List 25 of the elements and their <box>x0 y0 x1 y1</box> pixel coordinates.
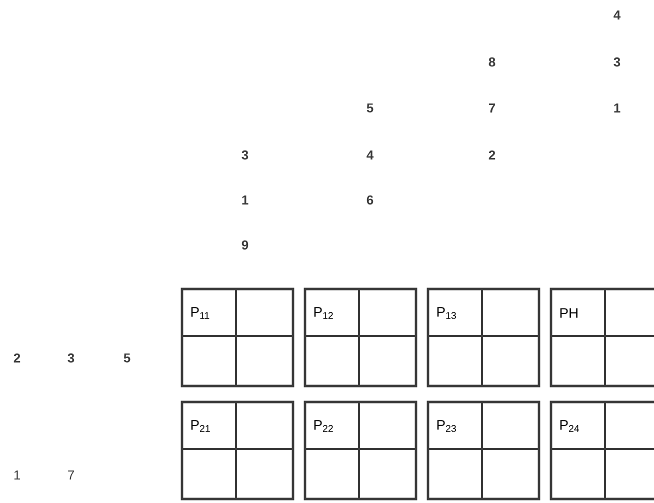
input-value: 2 <box>488 150 496 160</box>
input-value: 1 <box>614 104 620 112</box>
input-value: 5 <box>124 353 130 362</box>
input-value: 1 <box>14 470 20 480</box>
input-value: 3 <box>68 353 74 363</box>
processor-box: P$_{13}$ <box>426 288 540 388</box>
processor-box: P$_{24}$ <box>550 400 654 500</box>
input-value: 2 <box>14 353 20 363</box>
processor-box: PH <box>550 288 654 388</box>
input-value: 9 <box>242 240 248 250</box>
input-value: 4 <box>614 10 621 20</box>
input-value: 5 <box>366 103 374 112</box>
processor-box: P$_{22}$ <box>304 400 418 500</box>
input-value: 7 <box>68 470 74 480</box>
input-value: 6 <box>366 195 374 205</box>
processor-box: P$_{23}$ <box>426 400 540 500</box>
input-value: 3 <box>242 150 248 160</box>
processor-box: P$_{11}$ <box>180 288 294 388</box>
input-value: 1 <box>242 196 248 204</box>
processor-box: P$_{12}$ <box>304 288 418 388</box>
input-value: 3 <box>614 57 620 67</box>
processor-box: P$_{21}$ <box>180 400 294 500</box>
input-value: 7 <box>488 104 496 112</box>
input-value: 4 <box>366 150 374 160</box>
input-value: 8 <box>488 57 496 67</box>
